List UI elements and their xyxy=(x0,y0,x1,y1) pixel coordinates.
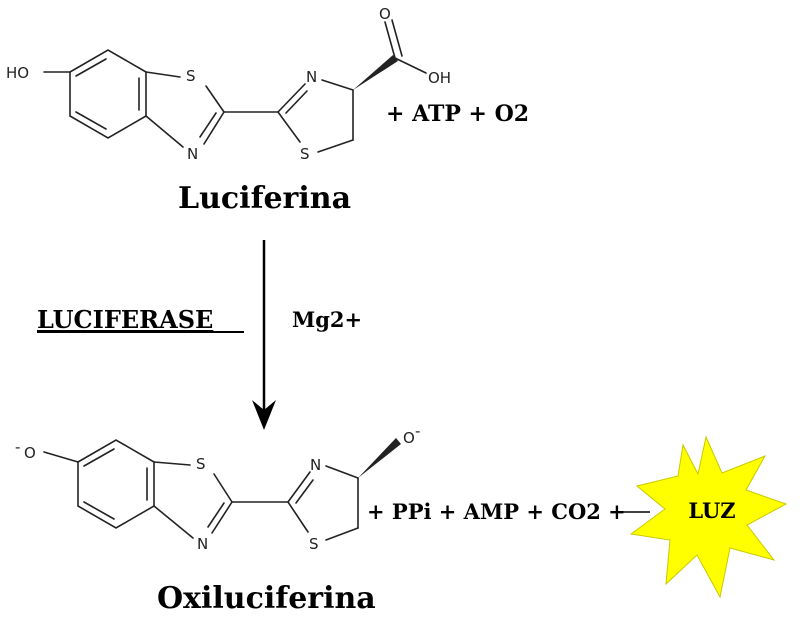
atom-o-carbonyl: O xyxy=(379,5,391,23)
atom-n-thiazole: N xyxy=(187,145,198,163)
enzyme-label: LUCIFERASE xyxy=(37,305,213,334)
luciferin-structure xyxy=(43,19,427,153)
atom-o-left: O xyxy=(24,444,36,462)
atom-o-right: O xyxy=(403,429,415,447)
products-text: + PPi + AMP + CO2 + xyxy=(367,499,626,524)
luciferin-name: Luciferina xyxy=(178,181,351,216)
charge-right: - xyxy=(415,422,420,440)
oxyluciferin-structure xyxy=(43,438,401,541)
atom-s-thiazole: S xyxy=(186,67,196,85)
atom-s-ring-bottom: S xyxy=(309,535,319,553)
light-burst xyxy=(629,435,788,599)
reactants-text: + ATP + O2 xyxy=(386,101,529,127)
cofactor-label: Mg2+ xyxy=(292,307,362,332)
atom-ho: HO xyxy=(6,64,29,82)
atom-n-thiazole-bottom: N xyxy=(197,535,208,553)
light-label: LUZ xyxy=(688,498,735,523)
atom-s-thiazole-bottom: S xyxy=(196,455,206,473)
atom-oh: OH xyxy=(428,69,451,87)
oxyluciferin-name: Oxiluciferina xyxy=(157,581,376,616)
atom-s-ring: S xyxy=(300,145,310,163)
atom-n-ring-bottom: N xyxy=(310,456,321,474)
atom-n-ring: N xyxy=(306,68,317,86)
charge-left: - xyxy=(15,438,20,456)
reaction-arrow xyxy=(252,240,276,430)
